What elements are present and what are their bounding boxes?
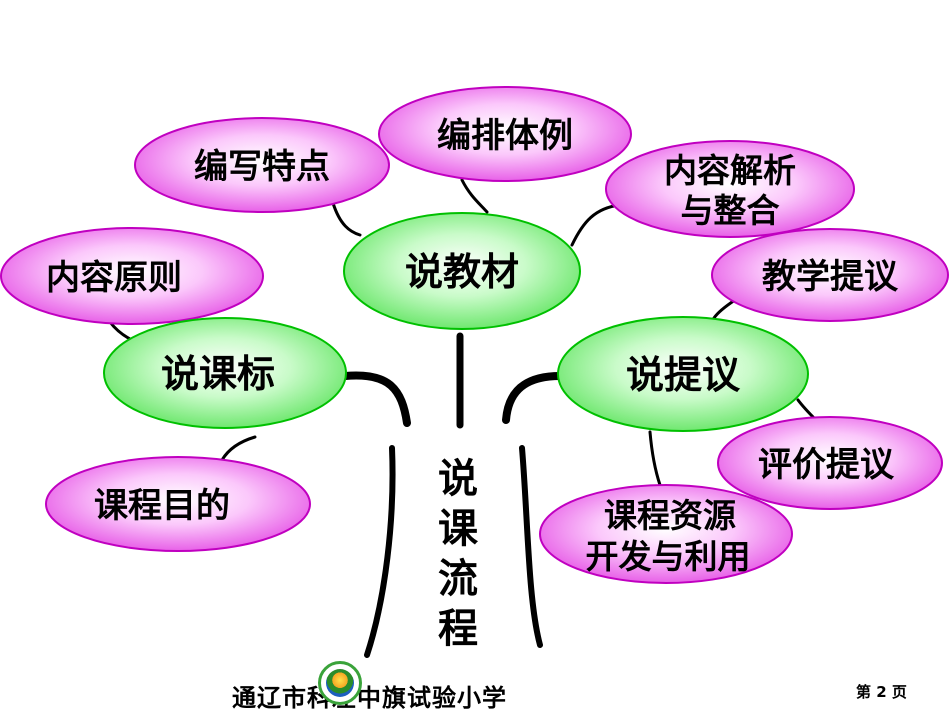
branch-root-left (364, 445, 396, 658)
branch-root-right (519, 445, 543, 648)
branch-ziyuan (648, 430, 662, 487)
label-ziyuan-1: 课程资源 (604, 496, 736, 535)
title-char-2: 课 (438, 506, 479, 552)
label-jiaocai: 说教材 (405, 250, 519, 294)
branch-trunk-left (341, 371, 411, 427)
node-neirong-yuanze: 内容原则 (0, 227, 264, 325)
label-jiexi-2: 与整合 (681, 191, 780, 230)
node-bianxie: 编写特点 (134, 117, 390, 213)
node-shuo-kebiao: 说课标 (103, 317, 347, 429)
title-char-4: 程 (438, 606, 478, 652)
label-tiyi: 说提议 (626, 353, 741, 397)
title-char-1: 说 (438, 456, 478, 502)
label-pingjia: 评价提议 (758, 445, 895, 485)
branch-jiaoxue (712, 298, 737, 320)
node-kecheng-ziyuan: 课程资源 开发与利用 (539, 484, 793, 584)
label-ziyuan-2: 开发与利用 (586, 537, 751, 576)
label-jiaoxue: 教学提议 (762, 257, 899, 297)
node-kecheng-mudi: 课程目的 (45, 456, 311, 552)
branch-jiexi (570, 203, 622, 247)
page-number: 第 2 页 (856, 683, 907, 701)
node-shuo-jiaocai: 说教材 (343, 212, 581, 330)
label-bianxie: 编写特点 (194, 147, 330, 187)
branch-mudi (220, 435, 257, 462)
label-mudi: 课程目的 (94, 486, 230, 526)
label-yuanze: 内容原则 (46, 258, 182, 298)
branch-bianxie (331, 201, 362, 237)
branch-bianpai (460, 178, 489, 214)
vertical-title: 说 课 流 程 (438, 456, 479, 652)
node-bianpai: 编排体例 (378, 86, 632, 182)
label-bianpai: 编排体例 (437, 116, 573, 156)
node-shuo-tiyi: 说提议 (557, 316, 809, 432)
label-jiexi-1: 内容解析 (664, 151, 796, 190)
school-name: 通辽市科左中旗试验小学 (232, 684, 507, 712)
school-logo-icon (318, 661, 362, 705)
title-char-3: 流 (438, 556, 478, 602)
node-jiaoxue-tiyi: 教学提议 (711, 228, 949, 322)
branch-trunk-right (502, 372, 564, 424)
label-kebiao: 说课标 (161, 352, 275, 396)
node-neirong-jiexi: 内容解析 与整合 (605, 140, 855, 238)
node-pingjia-tiyi: 评价提议 (717, 416, 943, 510)
